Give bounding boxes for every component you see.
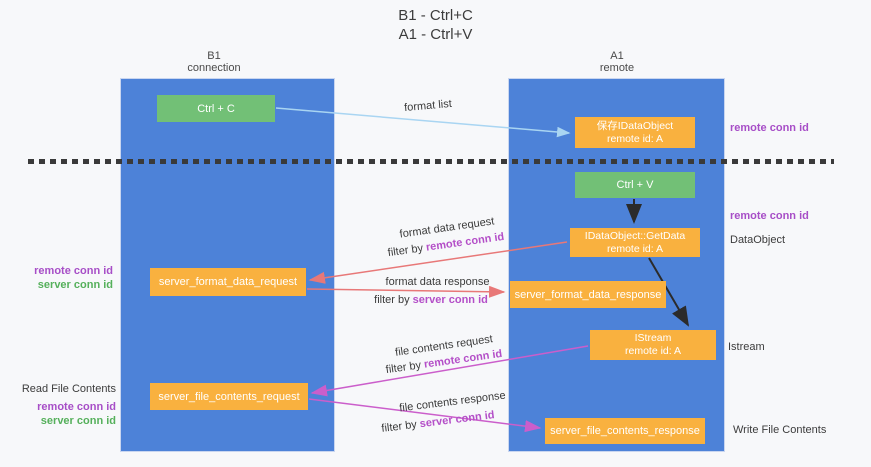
istream-side-label: Istream xyxy=(728,341,765,353)
right-column-name: A1 xyxy=(610,50,624,62)
right-remote-conn-id-2: remote conn id xyxy=(730,210,809,222)
title-line-2: A1 - Ctrl+V xyxy=(398,26,473,43)
ctrl-c-label: Ctrl + C xyxy=(197,102,235,115)
server-format-data-response-box: server_format_data_response xyxy=(510,281,666,308)
getdata-box: IDataObject::GetData remote id: A xyxy=(570,228,700,257)
format-data-response-label: format data response xyxy=(385,276,490,288)
save-dataobject-line1: 保存IDataObject xyxy=(596,119,674,132)
filter-by-prefix: filter by xyxy=(385,358,425,377)
arrow-format-data-response xyxy=(306,285,506,298)
server-format-data-request-box: server_format_data_request xyxy=(150,268,306,296)
left-server-conn-id-2: server conn id xyxy=(40,415,116,427)
format-list-label: format list xyxy=(403,97,453,115)
server-file-contents-request-box: server_file_contents_request xyxy=(150,383,308,410)
filter-by-prefix: filter by xyxy=(380,418,421,435)
filter-by-prefix: filter by xyxy=(387,241,427,260)
left-server-conn-id-1: server conn id xyxy=(37,279,113,291)
server-format-data-response-label: server_format_data_response xyxy=(514,288,662,301)
left-column-name: B1 xyxy=(207,50,221,62)
server-file-contents-response-label: server_file_contents_response xyxy=(550,425,700,437)
istream-line2: remote id: A xyxy=(624,345,682,357)
left-column-role: connection xyxy=(187,62,241,74)
istream-line1: IStream xyxy=(634,332,672,344)
diagram-title: B1 - Ctrl+C A1 - Ctrl+V xyxy=(0,6,871,44)
title-line-1: B1 - Ctrl+C xyxy=(398,7,473,24)
left-column-header: B1 connection xyxy=(124,50,304,74)
right-remote-conn-id-1: remote conn id xyxy=(730,122,809,134)
left-remote-conn-id-1: remote conn id xyxy=(34,265,113,277)
write-file-contents-label: Write File Contents xyxy=(733,424,827,436)
right-column-role: remote xyxy=(599,62,635,74)
filter-key-server-conn-id: server conn id xyxy=(412,294,488,306)
server-format-data-request-label: server_format_data_request xyxy=(158,276,298,288)
read-file-contents-label: Read File Contents xyxy=(21,383,116,395)
filter-key-server-conn-id: server conn id xyxy=(419,409,496,431)
filter-by-prefix: filter by xyxy=(374,294,413,306)
getdata-line1: IDataObject::GetData xyxy=(584,229,686,242)
server-file-contents-response-box: server_file_contents_response xyxy=(545,418,705,444)
ctrl-v-box: Ctrl + V xyxy=(575,172,695,198)
dashed-separator-line xyxy=(28,159,834,164)
istream-box: IStream remote id: A xyxy=(590,330,716,360)
getdata-line2: remote id: A xyxy=(606,242,664,255)
format-data-response-filter-label: filter by server conn id xyxy=(372,294,490,306)
left-remote-conn-id-2: remote conn id xyxy=(37,401,116,413)
save-dataobject-box: 保存IDataObject remote id: A xyxy=(575,117,695,148)
server-file-contents-request-label: server_file_contents_request xyxy=(158,390,300,403)
right-column-header: A1 remote xyxy=(527,50,707,74)
dataobject-label: DataObject xyxy=(730,234,786,246)
save-dataobject-line2: remote id: A xyxy=(606,132,664,145)
ctrl-c-box: Ctrl + C xyxy=(157,95,275,122)
ctrl-v-label: Ctrl + V xyxy=(616,179,654,191)
